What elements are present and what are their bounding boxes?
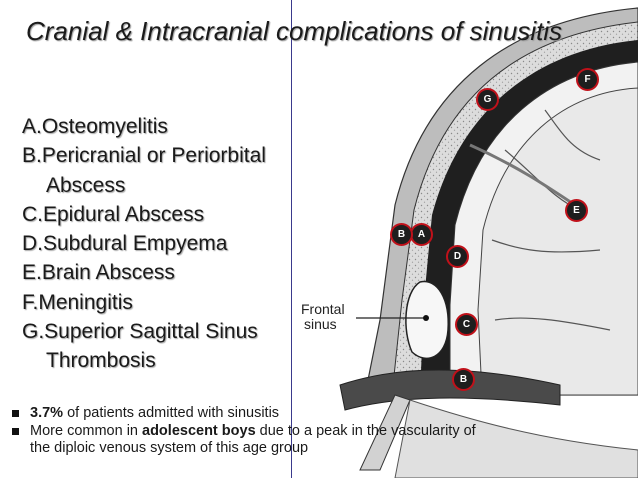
frontal-sinus-pointer-dot [423,315,429,321]
brain-sulcus [491,239,601,253]
square-bullet-icon [12,410,19,417]
note-text-suffix: due to a peak in the vascularity of [255,423,476,439]
marker-d: D [446,245,469,268]
skull-layers [339,7,638,478]
list-item-a: A.Osteomyelitis [22,115,168,138]
frontal-sinus-label-line2: sinus [304,316,337,332]
marker-b: B [390,223,413,246]
marker-f: F [576,68,599,91]
list-item-g-continued: Thrombosis [46,349,156,373]
note-text-line2: the diploic venous system of this age gr… [30,440,309,456]
list-item-d: D.Subdural Empyema [22,232,228,256]
brain-sulcus [494,317,611,331]
abscess-tract [469,143,576,207]
list-item-f: F.Meningitis [22,290,133,314]
marker-c: C [455,313,478,336]
notes-list: 3.7% of patients admitted with sinusitis… [12,405,476,457]
list-item-e: E.Brain Abscess [22,261,175,285]
list-item-g: G.Superior Sagittal Sinus [22,320,258,344]
note-text-prefix: More common in [30,423,143,439]
slide-title: Cranial & Intracranial complications of … [26,16,563,46]
frontal-sinus-label-line1: Frontal [301,301,345,317]
list-item-b: B.Pericranial or Periorbital [22,144,266,168]
marker-a: A [410,223,433,246]
marker-e: E [565,199,588,222]
divider-line [291,0,292,478]
brain-sulcus [544,109,601,161]
marker-g: G [476,88,499,111]
nasal-bone [359,394,411,471]
list-item-c: C.Epidural Abscess [22,202,205,226]
square-bullet-icon [12,428,19,435]
marker-b-lower: B [452,368,475,391]
note-text: of patients admitted with sinusitis [63,405,280,421]
note-item: 3.7% of patients admitted with sinusitis [12,405,476,422]
complications-list: A.Osteomyelitis B.Pericranial or Periorb… [22,112,266,376]
frontal-sinus-label: Frontal sinus [301,302,345,332]
note-item: More common in adolescent boys due to a … [12,423,476,457]
list-item-b-continued: Abscess [46,173,126,197]
note-stat: 3.7% [30,405,64,421]
note-emphasis: adolescent boys [142,423,256,439]
